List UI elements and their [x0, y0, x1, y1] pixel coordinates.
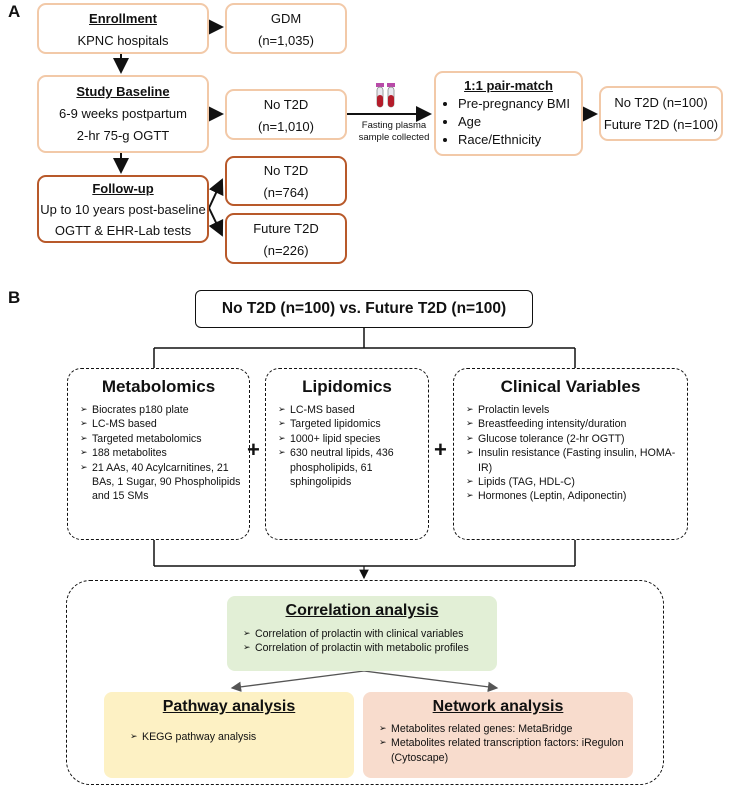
future-t2d-title: Future T2D	[253, 221, 319, 236]
metabolomics-title: Metabolomics	[101, 377, 216, 396]
clinical-variables-item: Insulin resistance (Fasting insulin, HOM…	[466, 446, 679, 475]
clinical-variables-item: Glucose tolerance (2-hr OGTT)	[466, 432, 679, 447]
pair-match-item: Pre-pregnancy BMI	[458, 95, 581, 113]
clinical-variables-title: Clinical Variables	[500, 377, 641, 396]
correlation-box: Correlation analysis Correlation of prol…	[227, 596, 497, 671]
no-t2d-followup-title: No T2D	[263, 163, 309, 178]
baseline-line2: 2-hr 75-g OGTT	[76, 128, 170, 143]
no-t2d-baseline-count: (n=1,010)	[257, 119, 314, 134]
network-list: Metabolites related genes: MetaBridge Me…	[363, 722, 633, 765]
lipidomics-list: LC-MS based Targeted lipidomics 1000+ li…	[266, 403, 428, 489]
pair-match-title: 1:1 pair-match	[464, 78, 553, 93]
clinical-variables-item: Breastfeeding intensity/duration	[466, 417, 679, 432]
sample-caption: Fasting plasma sample collected	[354, 120, 434, 144]
enrollment-text: KPNC hospitals	[77, 33, 169, 48]
correlation-item: Correlation of prolactin with clinical v…	[243, 627, 489, 642]
matched-line2: Future T2D (n=100)	[603, 117, 719, 132]
network-item: Metabolites related genes: MetaBridge	[379, 722, 625, 737]
baseline-line1: 6-9 weeks postpartum	[59, 106, 187, 121]
baseline-box: Study Baseline 6-9 weeks postpartum 2-hr…	[37, 75, 209, 153]
gdm-title: GDM	[270, 11, 302, 26]
metabolomics-item: Biocrates p180 plate	[80, 403, 241, 418]
clinical-variables-item: Prolactin levels	[466, 403, 679, 418]
lipidomics-title: Lipidomics	[302, 377, 392, 396]
clinical-variables-item: Lipids (TAG, HDL-C)	[466, 475, 679, 490]
panel-letter-a: A	[8, 2, 21, 21]
future-t2d-count: (n=226)	[263, 243, 309, 258]
blood-tube-icon	[376, 83, 395, 108]
clinical-variables-list: Prolactin levels Breastfeeding intensity…	[454, 403, 687, 504]
followup-title: Follow-up	[92, 181, 154, 196]
network-box: Network analysis Metabolites related gen…	[363, 692, 633, 778]
gdm-box: GDM (n=1,035)	[225, 3, 347, 54]
matched-line1: No T2D (n=100)	[614, 95, 708, 110]
pair-match-box: 1:1 pair-match Pre-pregnancy BMI Age Rac…	[434, 71, 583, 156]
enrollment-box: Enrollment KPNC hospitals	[37, 3, 209, 54]
metabolomics-item: 188 metabolites	[80, 446, 241, 461]
followup-box: Follow-up Up to 10 years post-baseline O…	[37, 175, 209, 243]
metabolomics-item: LC-MS based	[80, 417, 241, 432]
metabolomics-item: 21 AAs, 40 Acylcarnitines, 21 BAs, 1 Sug…	[80, 461, 241, 504]
no-t2d-followup-count: (n=764)	[263, 185, 309, 200]
lipidomics-item: Targeted lipidomics	[278, 417, 420, 432]
pair-match-list: Pre-pregnancy BMI Age Race/Ethnicity	[436, 95, 581, 149]
lipidomics-item: LC-MS based	[278, 403, 420, 418]
sample-caption-line2: sample collected	[358, 132, 430, 143]
pathway-list: KEGG pathway analysis	[104, 730, 354, 745]
no-t2d-baseline-box: No T2D (n=1,010)	[225, 89, 347, 140]
plus-sign-1: +	[247, 437, 260, 462]
no-t2d-baseline-title: No T2D	[263, 97, 309, 112]
pathway-title: Pathway analysis	[162, 698, 296, 715]
metabolomics-box: Metabolomics Biocrates p180 plate LC-MS …	[67, 368, 250, 540]
baseline-title: Study Baseline	[76, 84, 170, 99]
clinical-variables-item: Hormones (Leptin, Adiponectin)	[466, 489, 679, 504]
metabolomics-item: Targeted metabolomics	[80, 432, 241, 447]
arrow-followup-not2d	[208, 178, 224, 209]
pathway-box: Pathway analysis KEGG pathway analysis	[104, 692, 354, 778]
future-t2d-box: Future T2D (n=226)	[225, 213, 347, 264]
network-item: Metabolites related transcription factor…	[379, 736, 625, 765]
correlation-item: Correlation of prolactin with metabolic …	[243, 641, 489, 656]
lipidomics-item: 630 neutral lipids, 436 phospholipids, 6…	[278, 446, 420, 489]
clinical-variables-box: Clinical Variables Prolactin levels Brea…	[453, 368, 688, 540]
analysis-container	[66, 580, 664, 785]
correlation-title: Correlation analysis	[285, 602, 439, 619]
pair-match-item: Race/Ethnicity	[458, 131, 581, 149]
arrow-corr-pathway	[230, 670, 365, 692]
correlation-list: Correlation of prolactin with clinical v…	[227, 627, 497, 656]
enrollment-title: Enrollment	[89, 11, 157, 26]
lipidomics-item: 1000+ lipid species	[278, 432, 420, 447]
arrow-corr-network	[363, 670, 499, 693]
panel-letter-b: B	[8, 288, 21, 307]
pathway-item: KEGG pathway analysis	[130, 730, 346, 745]
network-title: Network analysis	[432, 698, 564, 715]
metabolomics-list: Biocrates p180 plate LC-MS based Targete…	[68, 403, 249, 504]
lipidomics-box: Lipidomics LC-MS based Targeted lipidomi…	[265, 368, 429, 540]
pair-match-item: Age	[458, 113, 581, 131]
matched-box: No T2D (n=100) Future T2D (n=100)	[599, 86, 723, 141]
followup-line2: OGTT & EHR-Lab tests	[54, 223, 192, 238]
no-t2d-followup-box: No T2D (n=764)	[225, 156, 347, 206]
sample-caption-line1: Fasting plasma	[361, 120, 427, 131]
arrow-followup-futuret2d	[208, 207, 224, 237]
comparison-header: No T2D (n=100) vs. Future T2D (n=100)	[195, 290, 533, 328]
plus-sign-2: +	[434, 437, 447, 462]
gdm-count: (n=1,035)	[257, 33, 314, 48]
followup-line1: Up to 10 years post-baseline	[40, 202, 206, 217]
